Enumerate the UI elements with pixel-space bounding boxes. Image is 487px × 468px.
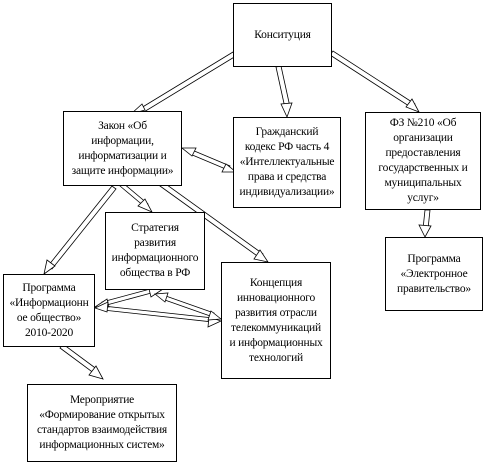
node-civil-code: Гражданский кодекс РФ часть 4 «Интеллект… [233,117,341,208]
node-law-information: Закон «Об информации, информатизации и з… [63,111,182,186]
node-law-information-label: Закон «Об информации, информатизации и з… [71,119,174,177]
arrow-program-concept [93,301,223,328]
node-program-info-society-label: Программа «Информационн ое общество» 201… [9,281,89,339]
arrow-strategy-concept [153,292,223,321]
arrow-law-civil-code [180,147,238,173]
node-program-info-society: Программа «Информационн ое общество» 201… [3,274,95,347]
arrow-constitution-to-fz210 [329,50,420,113]
node-strategy-label: Стратегия развития информационного общес… [111,222,199,279]
arrow-constitution-to-civil-code [275,65,293,119]
node-fz210: ФЗ №210 «Об организации предоставления г… [365,112,481,210]
node-egov: Программа «Электронное правительство» [385,237,483,311]
node-event: Мероприятие «Формирование открытых станд… [27,384,177,462]
node-constitution-label: Конситуция [254,28,311,41]
node-fz210-label: ФЗ №210 «Об организации предоставления г… [378,117,468,204]
arrow-fz210-to-egov [418,209,432,238]
arrow-law-to-program [43,185,117,275]
arrow-program-to-event [59,343,104,380]
node-event-label: Мероприятие «Формирование открытых станд… [36,394,168,451]
node-concept: Концепция инновационного развития отрасл… [221,262,331,379]
node-constitution: Конситуция [233,3,332,67]
arrow-constitution-to-law [130,51,237,116]
node-concept-label: Концепция инновационного развития отрасл… [229,276,323,364]
node-egov-label: Программа «Электронное правительство» [397,252,471,295]
node-civil-code-label: Гражданский кодекс РФ часть 4 «Интеллект… [239,126,335,198]
arrow-law-to-strategy [119,182,153,213]
node-strategy: Стратегия развития информационного общес… [105,212,205,290]
